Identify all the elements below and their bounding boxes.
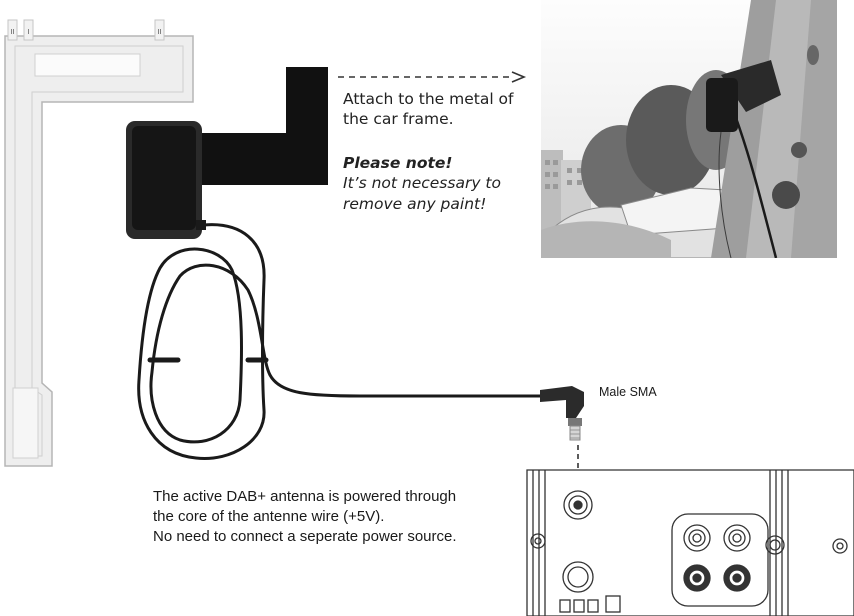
strip-mark-1: II: [10, 28, 14, 36]
power-info: The active DAB+ antenna is powered throu…: [153, 487, 513, 546]
note-heading: Please note!: [343, 154, 453, 172]
power-info-line-2: the core of the antenne wire (+5V).: [153, 507, 385, 525]
paint-note: Please note! It’s not necessary to remov…: [343, 153, 543, 214]
note-line-2: remove any paint!: [343, 194, 487, 213]
attach-instruction: Attach to the metal of the car frame.: [343, 89, 543, 130]
radio-back-panel: [526, 469, 854, 616]
antenna-tape: [196, 67, 328, 185]
power-info-line-3: No need to connect a seperate power sour…: [153, 527, 457, 545]
dashed-arrow-icon: [338, 71, 527, 83]
note-line-1: It’s not necessary to: [343, 174, 501, 193]
sma-connector-icon: [540, 386, 584, 441]
antenna-cable: [137, 223, 542, 460]
strip-mark-3: II: [157, 28, 161, 36]
mounting-strip: [4, 19, 194, 467]
strip-mark-2: I: [27, 28, 29, 36]
connector-label: Male SMA: [599, 385, 657, 399]
power-info-line-1: The active DAB+ antenna is powered throu…: [153, 488, 457, 505]
antenna-module: [126, 121, 206, 239]
attach-line-1: Attach to the metal of: [343, 90, 514, 108]
car-frame-photo: [541, 0, 837, 258]
attach-line-2: the car frame.: [343, 110, 454, 129]
